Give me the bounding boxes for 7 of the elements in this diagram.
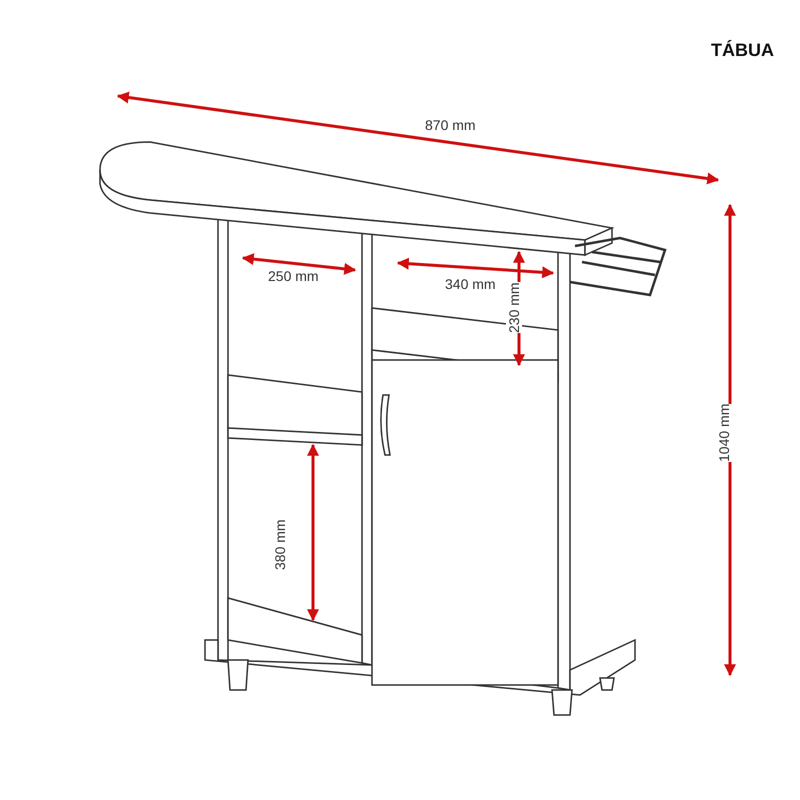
- dimension-label: 230 mm: [506, 282, 522, 333]
- dimension-label: 380 mm: [272, 519, 288, 570]
- title: TÁBUA: [711, 40, 774, 61]
- dimension-label: 250 mm: [268, 268, 319, 284]
- dimension-label: 340 mm: [445, 276, 496, 292]
- dimension-label: 870 mm: [425, 117, 476, 133]
- dimension-label: 1040 mm: [716, 404, 732, 462]
